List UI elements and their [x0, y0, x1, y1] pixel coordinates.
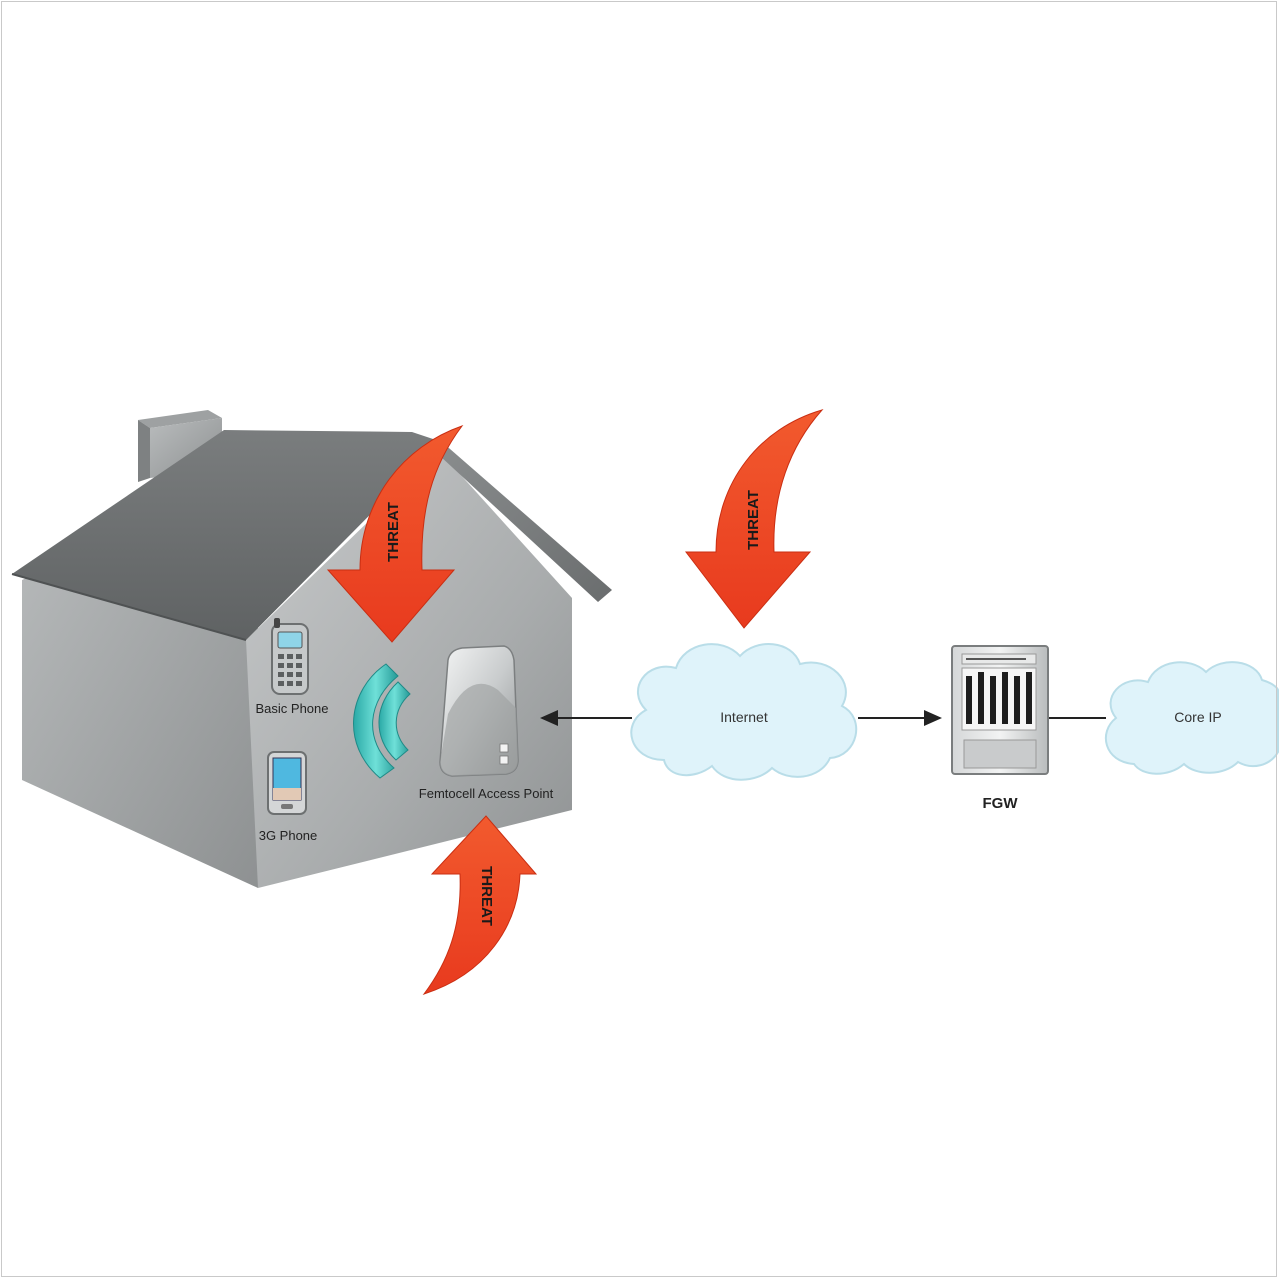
basic-phone-label: Basic Phone — [256, 701, 329, 716]
server-gateway-icon — [951, 645, 1049, 775]
house — [11, 410, 612, 888]
threat-arrow-internet: THREAT — [684, 409, 824, 629]
threat-label-internet: THREAT — [745, 490, 762, 550]
core-ip-label: Core IP — [1174, 709, 1221, 725]
house-front-wall — [246, 452, 572, 888]
fgw-label: FGW — [983, 795, 1019, 812]
femtocell-device-icon — [439, 645, 519, 777]
threat-label-ground: THREAT — [478, 866, 495, 926]
house-roof-edge — [440, 442, 612, 602]
wireless-signal-icon — [353, 663, 411, 779]
basic-phone-icon — [271, 618, 309, 695]
smartphone-icon — [267, 751, 307, 815]
threat-arrow-roof: THREAT — [326, 424, 464, 643]
house-roof — [12, 430, 442, 640]
threat-arrow-ground: THREAT — [422, 815, 538, 995]
femtocell-label: Femtocell Access Point — [419, 786, 554, 801]
threat-label-roof: THREAT — [385, 502, 402, 562]
phone-3g-label: 3G Phone — [259, 828, 318, 843]
core-ip-cloud-icon — [1104, 661, 1279, 775]
internet-label: Internet — [720, 709, 768, 725]
internet-cloud-icon — [630, 643, 858, 781]
